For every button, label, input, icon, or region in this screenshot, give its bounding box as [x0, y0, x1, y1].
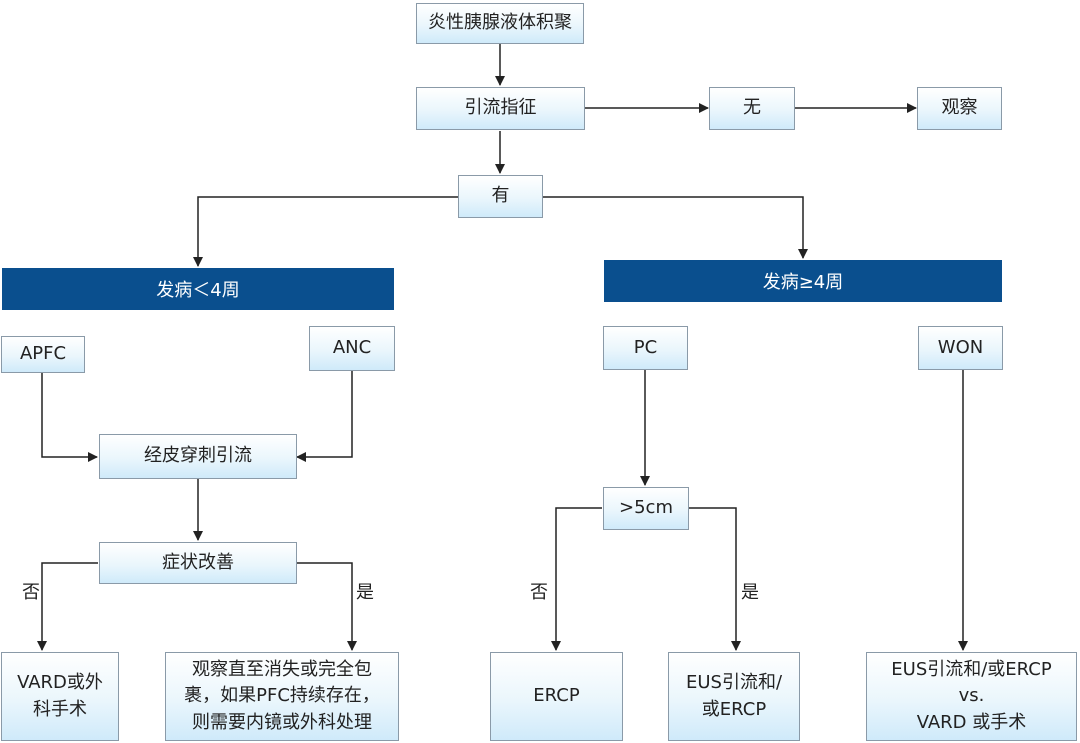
edge-5cm-yes — [689, 507, 741, 651]
edge-label-right-yes: 是 — [741, 582, 759, 603]
edge-label-left-no: 否 — [22, 582, 40, 603]
edge-yes-to-early — [193, 196, 458, 267]
node-no: 无 — [709, 87, 795, 130]
node-eus-drain: EUS引流和/ 或ERCP — [668, 652, 800, 741]
edge-symptom-no — [37, 562, 98, 651]
edge-5cm-no — [551, 507, 602, 651]
edge-symptom-yes — [297, 562, 357, 651]
node-observe: 观察 — [917, 87, 1002, 130]
node-pc: PC — [603, 326, 688, 370]
edge-yes-to-late — [543, 196, 808, 259]
node-yes: 有 — [458, 175, 543, 218]
node-symptom-improve: 症状改善 — [99, 542, 297, 584]
node-observe-until: 观察直至消失或完全包 裹，如果PFC持续存在， 则需要内镜或外科处理 — [165, 652, 399, 741]
node-eus-vs-vard: EUS引流和/或ERCP vs. VARD 或手术 — [866, 652, 1077, 741]
node-indication: 引流指征 — [416, 87, 585, 130]
edge-label-left-yes: 是 — [356, 582, 374, 603]
node-anc: ANC — [309, 326, 395, 371]
node-root: 炎性胰腺液体积聚 — [416, 3, 584, 44]
band-early: 发病＜4周 — [2, 268, 394, 310]
edge-anc-to-drain — [296, 371, 353, 462]
band-late: 发病≥4周 — [604, 260, 1002, 302]
edge-label-right-no: 否 — [530, 582, 548, 603]
node-won: WON — [918, 326, 1003, 370]
node-perc-drain: 经皮穿刺引流 — [99, 434, 297, 479]
node-gt5cm: >5cm — [603, 487, 689, 530]
node-apfc: APFC — [1, 336, 85, 373]
node-vard-or-surgery: VARD或外 科手术 — [1, 652, 119, 741]
node-ercp: ERCP — [490, 652, 623, 741]
edge-apfc-to-drain — [41, 373, 98, 462]
